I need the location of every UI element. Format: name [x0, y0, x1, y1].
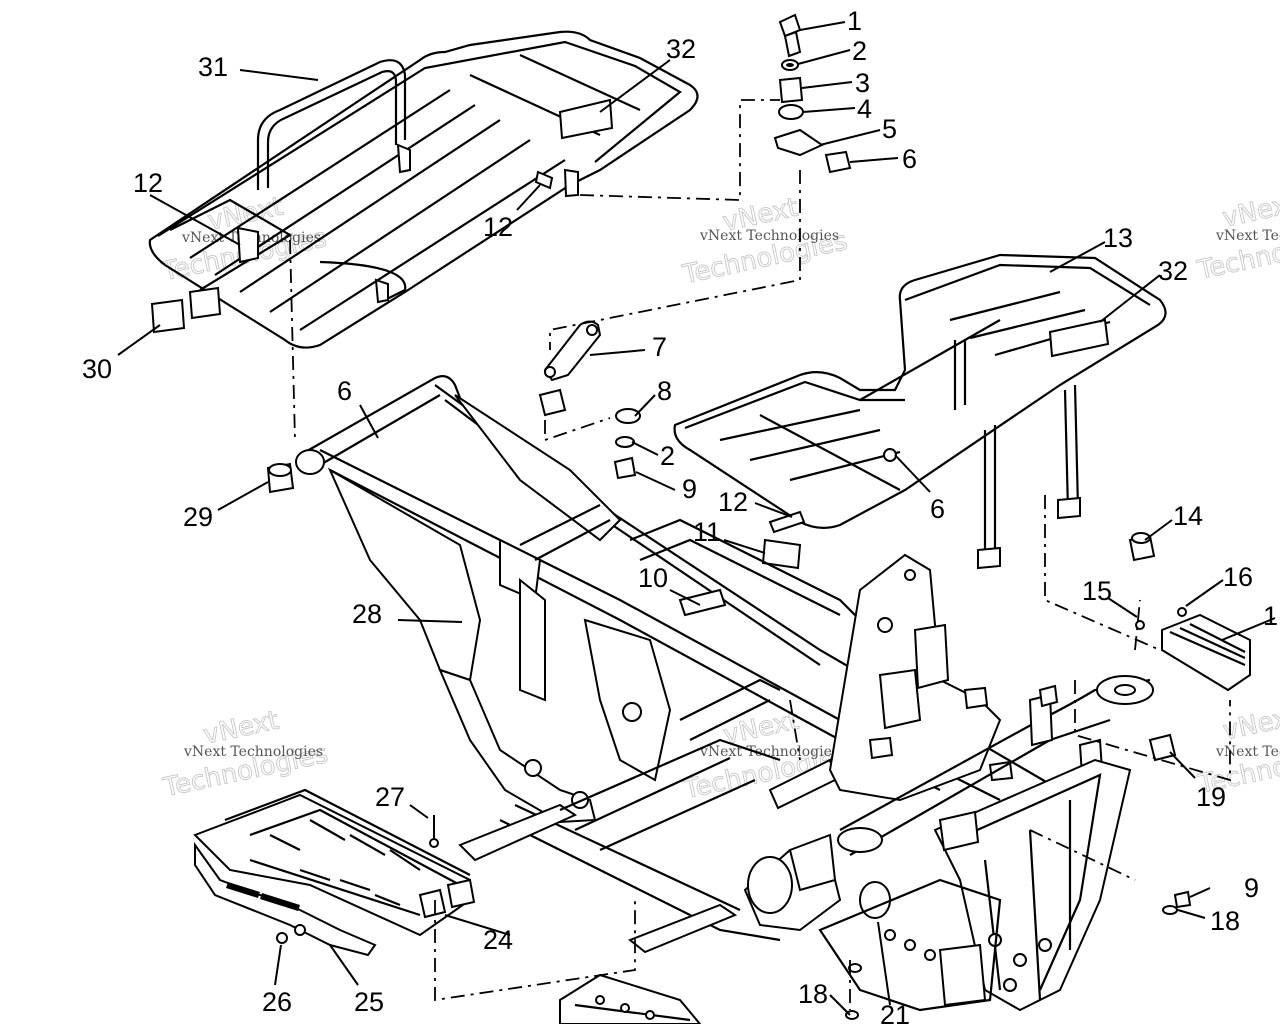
callout-5: 5 — [882, 114, 897, 144]
callout-2: 2 — [660, 441, 675, 471]
callout-32: 32 — [666, 34, 696, 64]
callout-9: 9 — [1244, 873, 1259, 903]
rear-rack — [148, 30, 699, 349]
callout-6: 6 — [337, 376, 352, 406]
callout-6: 6 — [930, 494, 945, 524]
callout-10: 10 — [638, 563, 668, 593]
callout-27: 27 — [375, 782, 405, 812]
callout-25: 25 — [354, 987, 384, 1017]
callout-24: 24 — [483, 925, 513, 955]
callout-21: 21 — [880, 1000, 910, 1024]
watermark-text: vNext Technologies — [1215, 744, 1280, 760]
watermark-text: vNext Technologies — [699, 744, 839, 760]
watermark-text: vNext — [1220, 188, 1280, 233]
callout-26: 26 — [262, 987, 292, 1017]
callout-15: 15 — [1082, 576, 1112, 606]
callout-11: 11 — [693, 517, 721, 547]
callout-4: 4 — [857, 94, 872, 124]
callout-12: 12 — [718, 487, 748, 517]
assembly-lines — [289, 99, 1231, 1010]
footrest-assembly — [193, 788, 476, 957]
callout-16: 16 — [1223, 562, 1253, 592]
front-rack — [673, 253, 1167, 570]
callout-1: 1 — [847, 6, 862, 36]
callout-28: 28 — [352, 599, 382, 629]
callout-32: 32 — [1158, 256, 1188, 286]
callout-labels: 1 2 3 4 5 6 32 31 12 12 13 32 30 7 8 6 2… — [82, 6, 1278, 1024]
watermark-text: vNext Technologies — [183, 744, 323, 760]
callout-7: 7 — [652, 332, 667, 362]
callout-18: 18 — [798, 979, 828, 1009]
callout-14: 14 — [1173, 501, 1203, 531]
watermark-text: vNext Technologies — [1215, 228, 1280, 244]
hardware-stack — [266, 13, 1251, 1020]
watermark-text: vNext Technologies — [699, 228, 839, 244]
main-frame — [295, 375, 1154, 1024]
callout-17: 1 — [1263, 601, 1278, 631]
callout-18: 18 — [1210, 906, 1240, 936]
callout-13: 13 — [1103, 223, 1133, 253]
callout-12: 12 — [483, 212, 513, 242]
callout-3: 3 — [855, 68, 870, 98]
callout-6: 6 — [902, 144, 917, 174]
callout-30: 30 — [82, 354, 112, 384]
leader-lines — [117, 21, 1276, 1016]
callout-19: 19 — [1196, 782, 1226, 812]
callout-31: 31 — [198, 52, 228, 82]
callout-29: 29 — [183, 502, 213, 532]
callout-12: 12 — [133, 168, 163, 198]
callout-2: 2 — [852, 36, 867, 66]
callout-9: 9 — [682, 474, 697, 504]
callout-8: 8 — [657, 376, 672, 406]
